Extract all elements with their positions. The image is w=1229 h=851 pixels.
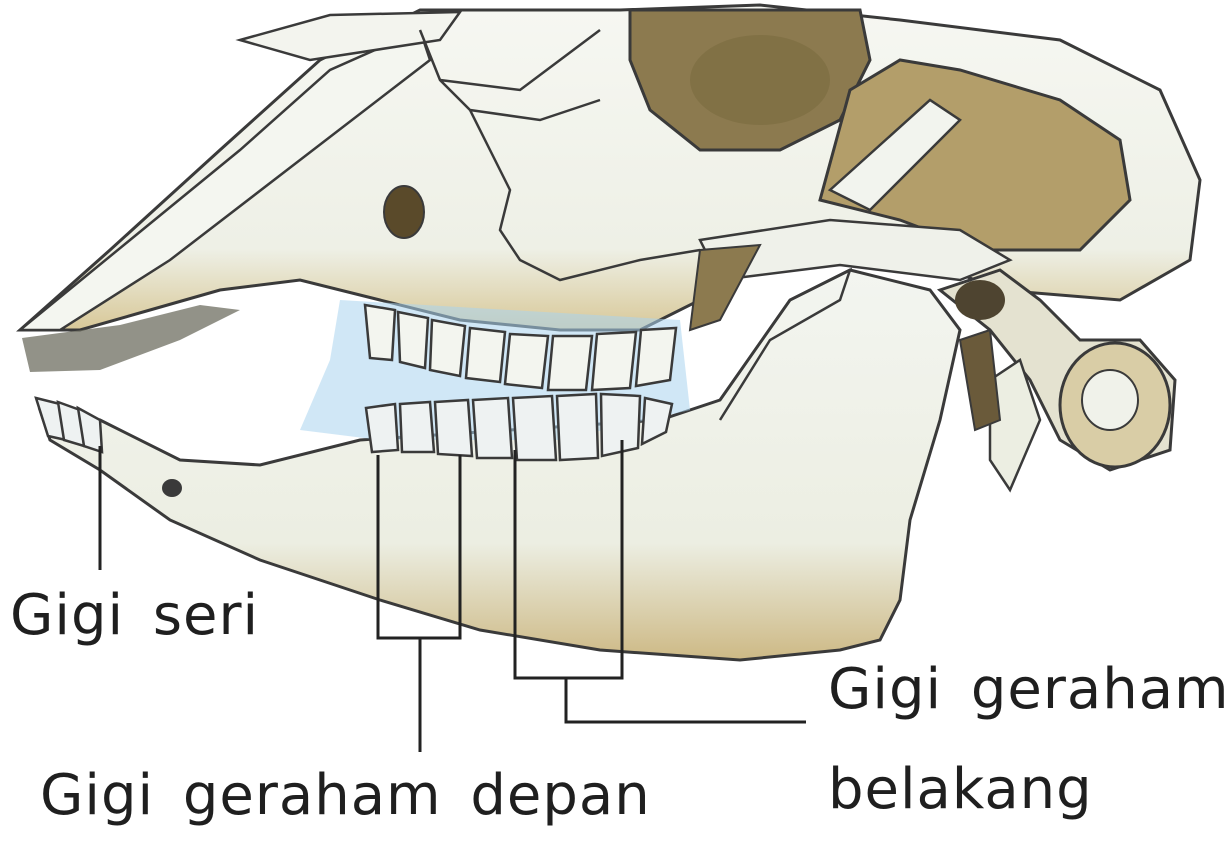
label-incisor: Gigi seri <box>10 588 259 644</box>
label-molar-line1: Gigi geraham <box>828 662 1229 718</box>
label-molar-line2: belakang <box>828 762 1093 818</box>
infraorbital-foramen <box>384 186 424 238</box>
mental-foramen <box>162 479 182 497</box>
label-premolar: Gigi geraham depan <box>40 768 651 824</box>
lower-cheek-teeth <box>366 394 672 460</box>
